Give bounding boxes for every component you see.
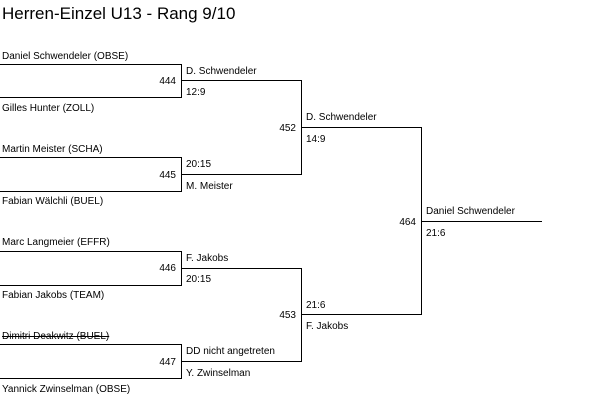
bracket-line xyxy=(301,80,302,175)
player-name: Yannick Zwinselman (OBSE) xyxy=(2,384,131,395)
match-number: 452 xyxy=(279,123,296,134)
bracket-line xyxy=(181,64,182,97)
match-number: 464 xyxy=(399,217,416,228)
winner-name: F. Jakobs xyxy=(186,253,229,264)
page-title: Herren-Einzel U13 - Rang 9/10 xyxy=(2,4,236,23)
bracket-line xyxy=(302,127,422,128)
bracket-line xyxy=(181,251,182,286)
bracket-line xyxy=(302,314,422,315)
winner-name: F. Jakobs xyxy=(306,321,349,332)
match-score: 20:15 xyxy=(186,274,212,285)
winner-name: Daniel Schwendeler xyxy=(426,206,515,217)
match-number: 447 xyxy=(159,357,176,368)
match-score: 20:15 xyxy=(186,159,212,170)
bracket-line xyxy=(0,64,182,65)
player-name: Marc Langmeier (EFFR) xyxy=(2,237,110,248)
bracket-line xyxy=(422,221,542,222)
match-number: 445 xyxy=(159,170,176,181)
winner-name: D. Schwendeler xyxy=(186,66,257,77)
player-name: Martin Meister (SCHA) xyxy=(2,144,103,155)
bracket-line xyxy=(182,361,302,362)
bracket-line xyxy=(0,191,182,192)
bracket-line xyxy=(0,97,182,98)
match-score: 21:6 xyxy=(306,300,326,311)
match-score: 12:9 xyxy=(186,87,206,98)
bracket-line xyxy=(182,268,302,269)
winner-name: Y. Zwinselman xyxy=(186,368,251,379)
player-name: Fabian Wälchli (BUEL) xyxy=(2,196,104,207)
winner-name: D. Schwendeler xyxy=(306,112,377,123)
bracket-line xyxy=(181,157,182,192)
winner-name: M. Meister xyxy=(186,181,233,192)
player-name: Fabian Jakobs (TEAM) xyxy=(2,290,105,301)
bracket-line xyxy=(182,174,302,175)
bracket-line xyxy=(421,127,422,315)
match-number: 453 xyxy=(279,310,296,321)
bracket-line xyxy=(0,378,182,379)
match-score: 14:9 xyxy=(306,134,326,145)
match-score: 21:6 xyxy=(426,228,446,239)
bracket-line xyxy=(301,268,302,362)
bracket-line xyxy=(0,251,182,252)
match-number: 444 xyxy=(159,76,176,87)
bracket-line xyxy=(0,157,182,158)
player-name-walkover: Dimitri Deakwitz (BUEL) xyxy=(2,331,110,342)
player-name: Gilles Hunter (ZOLL) xyxy=(2,103,95,114)
match-score: DD nicht angetreten xyxy=(186,346,275,357)
bracket-line xyxy=(181,344,182,379)
bracket-line xyxy=(182,80,302,81)
bracket-line xyxy=(0,344,182,345)
bracket-line xyxy=(0,285,182,286)
match-number: 446 xyxy=(159,263,176,274)
player-name: Daniel Schwendeler (OBSE) xyxy=(2,51,129,62)
